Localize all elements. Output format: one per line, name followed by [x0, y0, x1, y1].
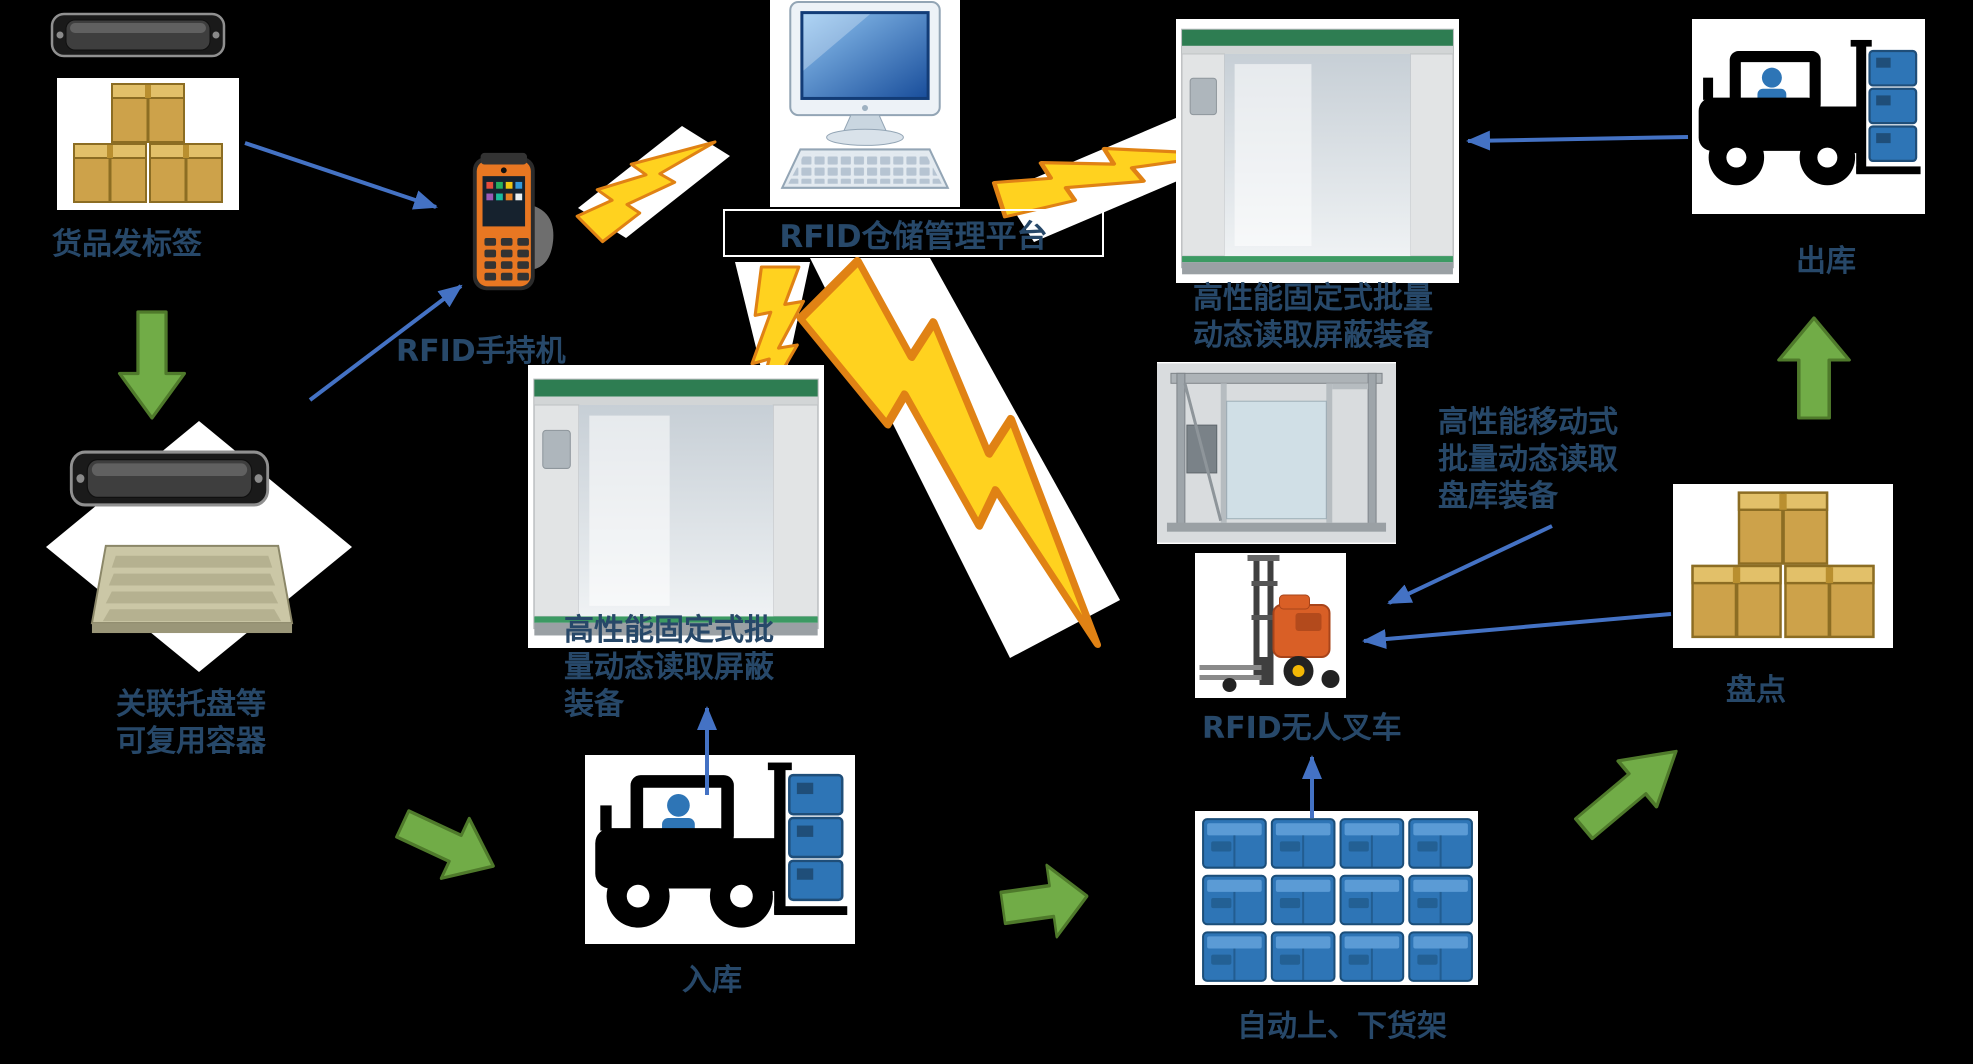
fixed-reader-center-line2: 量动态读取屏蔽 — [564, 650, 774, 685]
mobile-reader-label: 高性能移动式 批量动态读取 盘库装备 — [1438, 404, 1618, 515]
mobile-reader-icon — [1157, 362, 1396, 544]
mobile-reader-line2: 批量动态读取 — [1438, 442, 1618, 477]
flow-arrow-icon — [1777, 316, 1851, 420]
handheld-label: RFID手持机 — [396, 334, 566, 369]
mobile-reader-line1: 高性能移动式 — [1438, 405, 1618, 440]
mobile-reader-line3: 盘库装备 — [1438, 479, 1558, 514]
fixed-reader-right-card — [1176, 19, 1459, 283]
fixed-reader-center-card — [528, 365, 824, 648]
forklift-icon — [594, 761, 849, 929]
agv-forklift-icon — [1198, 554, 1341, 693]
agv-label: RFID无人叉车 — [1202, 711, 1402, 746]
agv-forklift-card — [1195, 553, 1346, 698]
fixed-reader-center-label: 高性能固定式批 量动态读取屏蔽 装备 — [564, 612, 774, 723]
flow-arrow-icon — [1563, 726, 1697, 854]
outbound-label: 出库 — [1796, 244, 1856, 279]
fixed-reader-right-label: 高性能固定式批量 动态读取屏蔽装备 — [1193, 280, 1433, 354]
flow-arrow-icon — [387, 792, 509, 898]
fixed-reader-center-line3: 装备 — [564, 687, 624, 722]
pallet-label: 关联托盘等 可复用容器 — [116, 686, 266, 760]
fixed-reader-icon — [533, 378, 819, 637]
inbound-forklift-card — [585, 755, 855, 944]
platform-computer-card — [770, 0, 960, 207]
fixed-reader-center-line1: 高性能固定式批 — [564, 613, 774, 648]
flow-arrow-icon — [996, 858, 1094, 946]
shelf-bins-icon — [1195, 811, 1478, 985]
cardboard-boxes-icon — [1673, 484, 1893, 648]
rfid-tag-icon — [69, 450, 270, 507]
outbound-forklift-card — [1692, 19, 1925, 214]
pallet-icon — [90, 544, 294, 635]
goods-tag-label: 货品发标签 — [52, 227, 202, 262]
fixed-reader-right-line2: 动态读取屏蔽装备 — [1193, 318, 1433, 353]
fixed-reader-right-line1: 高性能固定式批量 — [1193, 281, 1433, 316]
platform-title-box: RFID仓储管理平台 — [723, 209, 1104, 257]
cardboard-boxes-icon — [57, 78, 239, 210]
flow-arrow-icon — [117, 310, 187, 420]
goods-boxes-card — [57, 78, 239, 210]
inventory-label: 盘点 — [1726, 673, 1786, 708]
mobile-reader-card — [1157, 362, 1396, 544]
inbound-label: 入库 — [682, 963, 742, 998]
computer-icon — [781, 1, 949, 189]
shelves-label: 自动上、下货架 — [1237, 1009, 1447, 1044]
pallet-label-line2: 可复用容器 — [116, 724, 266, 759]
shelves-card — [1195, 811, 1478, 985]
fixed-reader-icon — [1181, 28, 1454, 276]
inventory-boxes-card — [1673, 484, 1893, 648]
platform-title: RFID仓储管理平台 — [779, 218, 1048, 255]
rfid-tag-icon — [50, 12, 226, 58]
handheld-terminal-icon — [472, 152, 554, 291]
pallet-label-line1: 关联托盘等 — [116, 687, 266, 722]
forklift-icon — [1697, 38, 1922, 187]
